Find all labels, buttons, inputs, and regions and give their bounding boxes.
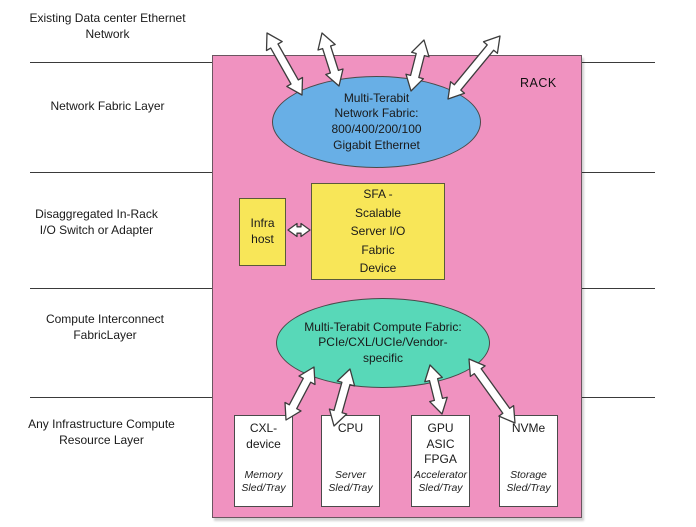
resource-sled-label: Server Sled/Tray xyxy=(328,469,373,495)
io-switch-layer-label: Disaggregated In-Rack I/O Switch or Adap… xyxy=(35,207,158,237)
network-fabric-ellipse: Multi-Terabit Network Fabric: 800/400/20… xyxy=(272,76,481,168)
infra-host-box: Infra host xyxy=(239,198,286,266)
resource-box-cpu: CPU Server Sled/Tray xyxy=(321,415,380,507)
sfa-device-text: SFA - Scalable Server I/O Fabric Device xyxy=(350,187,406,276)
resource-sled-label: Storage Sled/Tray xyxy=(506,469,551,495)
resource-box-gpu: GPU ASIC FPGA Accelerator Sled/Tray xyxy=(411,415,470,507)
resource-name: CPU xyxy=(337,421,364,435)
rack-label: RACK xyxy=(520,76,557,90)
resource-name: GPU ASIC FPGA xyxy=(424,421,457,467)
compute-fabric-ellipse: Multi-Terabit Compute Fabric: PCIe/CXL/U… xyxy=(276,298,490,388)
compute-fabric-text: Multi-Terabit Compute Fabric: PCIe/CXL/U… xyxy=(304,319,462,365)
resource-box-cxl: CXL- device Memory Sled/Tray xyxy=(234,415,293,507)
network-fabric-text: Multi-Terabit Network Fabric: 800/400/20… xyxy=(331,90,422,152)
sfa-device-box: SFA - Scalable Server I/O Fabric Device xyxy=(311,183,445,280)
resource-sled-label: Accelerator Sled/Tray xyxy=(413,469,468,495)
network-fabric-layer-label: Network Fabric Layer xyxy=(50,99,165,113)
resource-box-nvme: NVMe Storage Sled/Tray xyxy=(499,415,558,507)
existing-network-label: Existing Data center Ethernet Network xyxy=(29,11,186,41)
compute-resource-layer-label: Any Infrastructure Compute Resource Laye… xyxy=(28,417,175,447)
resource-sled-label: Memory Sled/Tray xyxy=(241,469,286,495)
resource-name: CXL- device xyxy=(246,421,281,451)
infra-host-text: Infra host xyxy=(250,216,275,246)
resource-name: NVMe xyxy=(511,421,546,435)
compute-interconnect-layer-label: Compute Interconnect FabricLayer xyxy=(45,312,165,342)
